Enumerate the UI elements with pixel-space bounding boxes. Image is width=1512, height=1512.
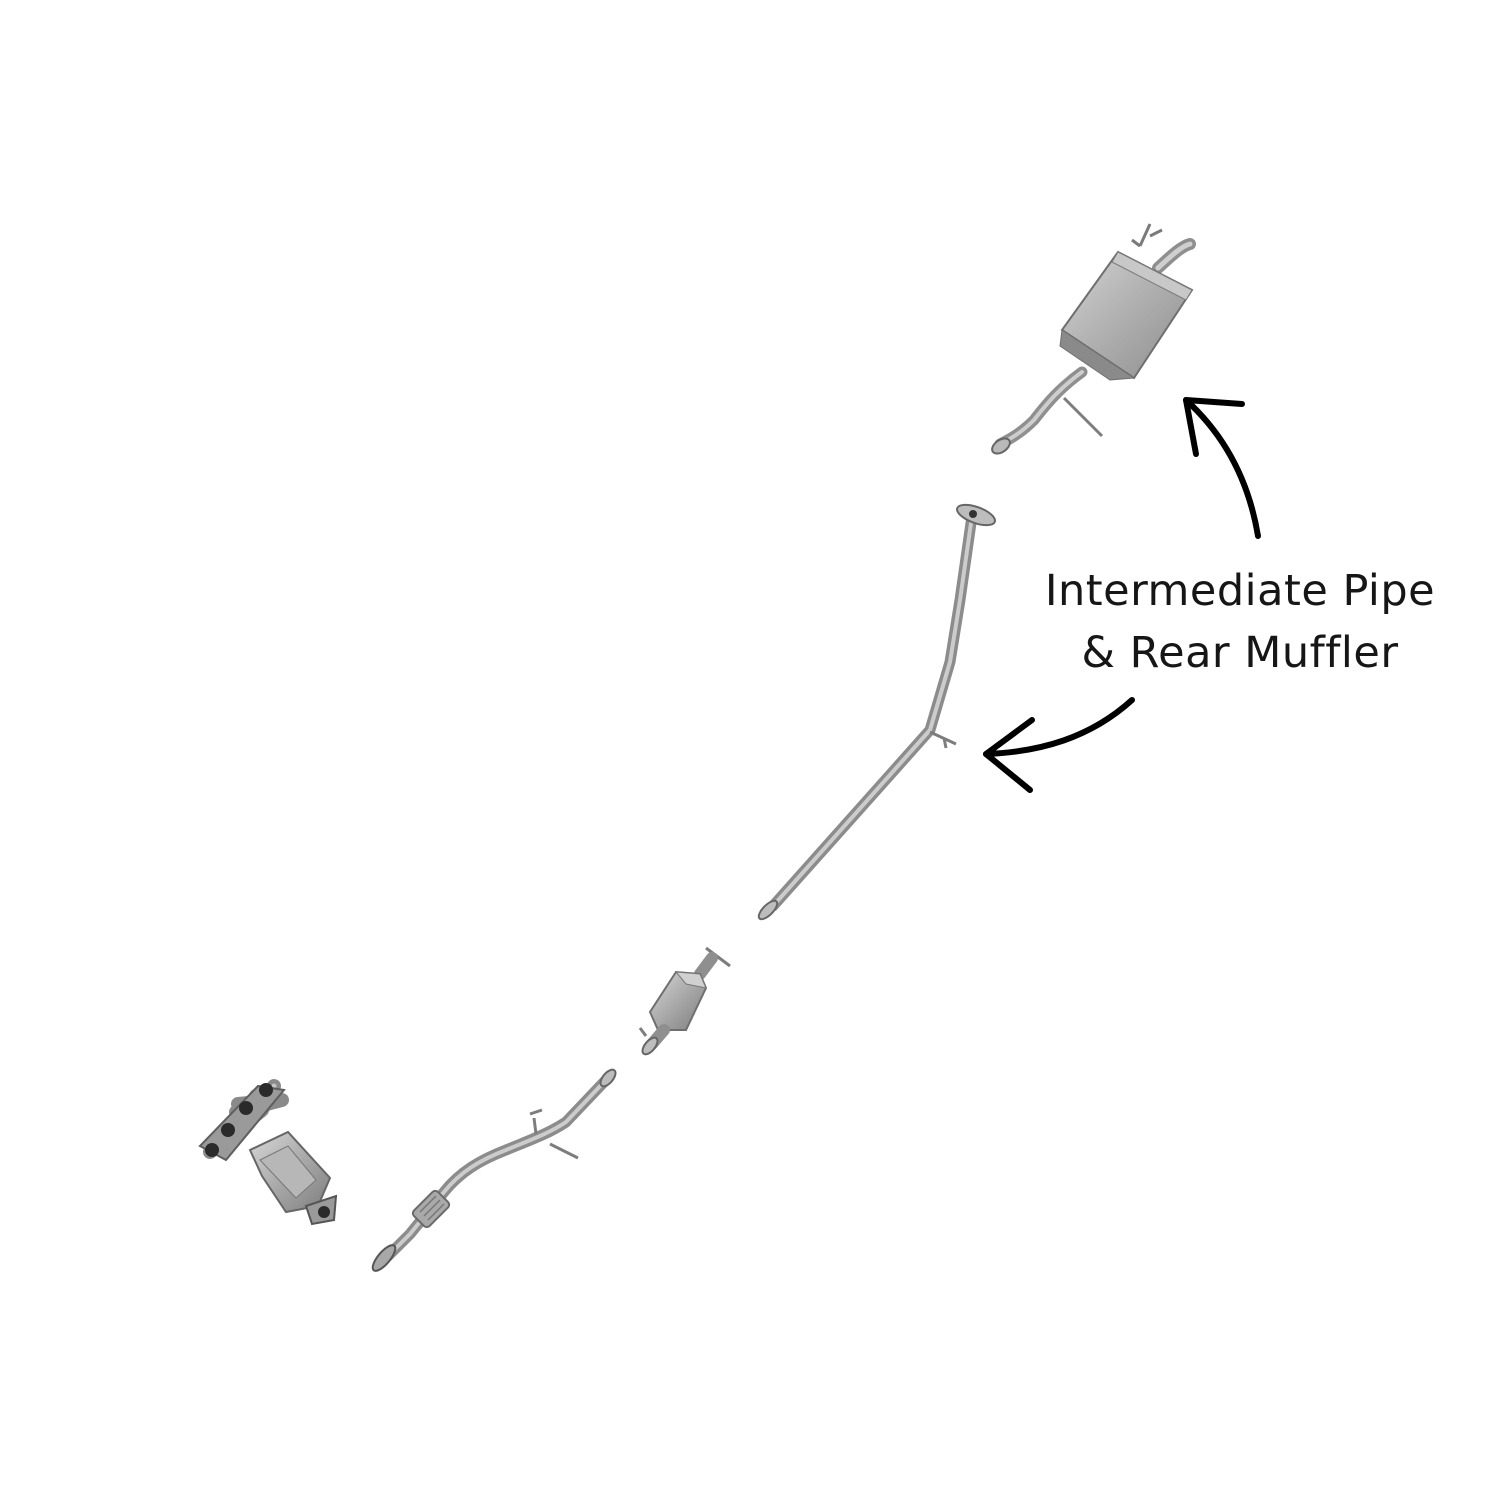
callout-arrow-to-muffler [1183,397,1261,539]
intermediate-pipe [757,503,996,921]
callout-line-1: Intermediate Pipe [1044,566,1436,616]
exhaust-manifold-catalytic-converter [198,1079,338,1226]
callout-arrow-to-intermediate-pipe [983,697,1135,793]
catalytic-converter [638,946,731,1056]
rear-muffler [991,223,1196,455]
front-flex-pipe [371,1068,617,1272]
callout-label: Intermediate Pipe & Rear Muffler [1000,560,1480,684]
callout-line-2: & Rear Muffler [1081,628,1399,678]
